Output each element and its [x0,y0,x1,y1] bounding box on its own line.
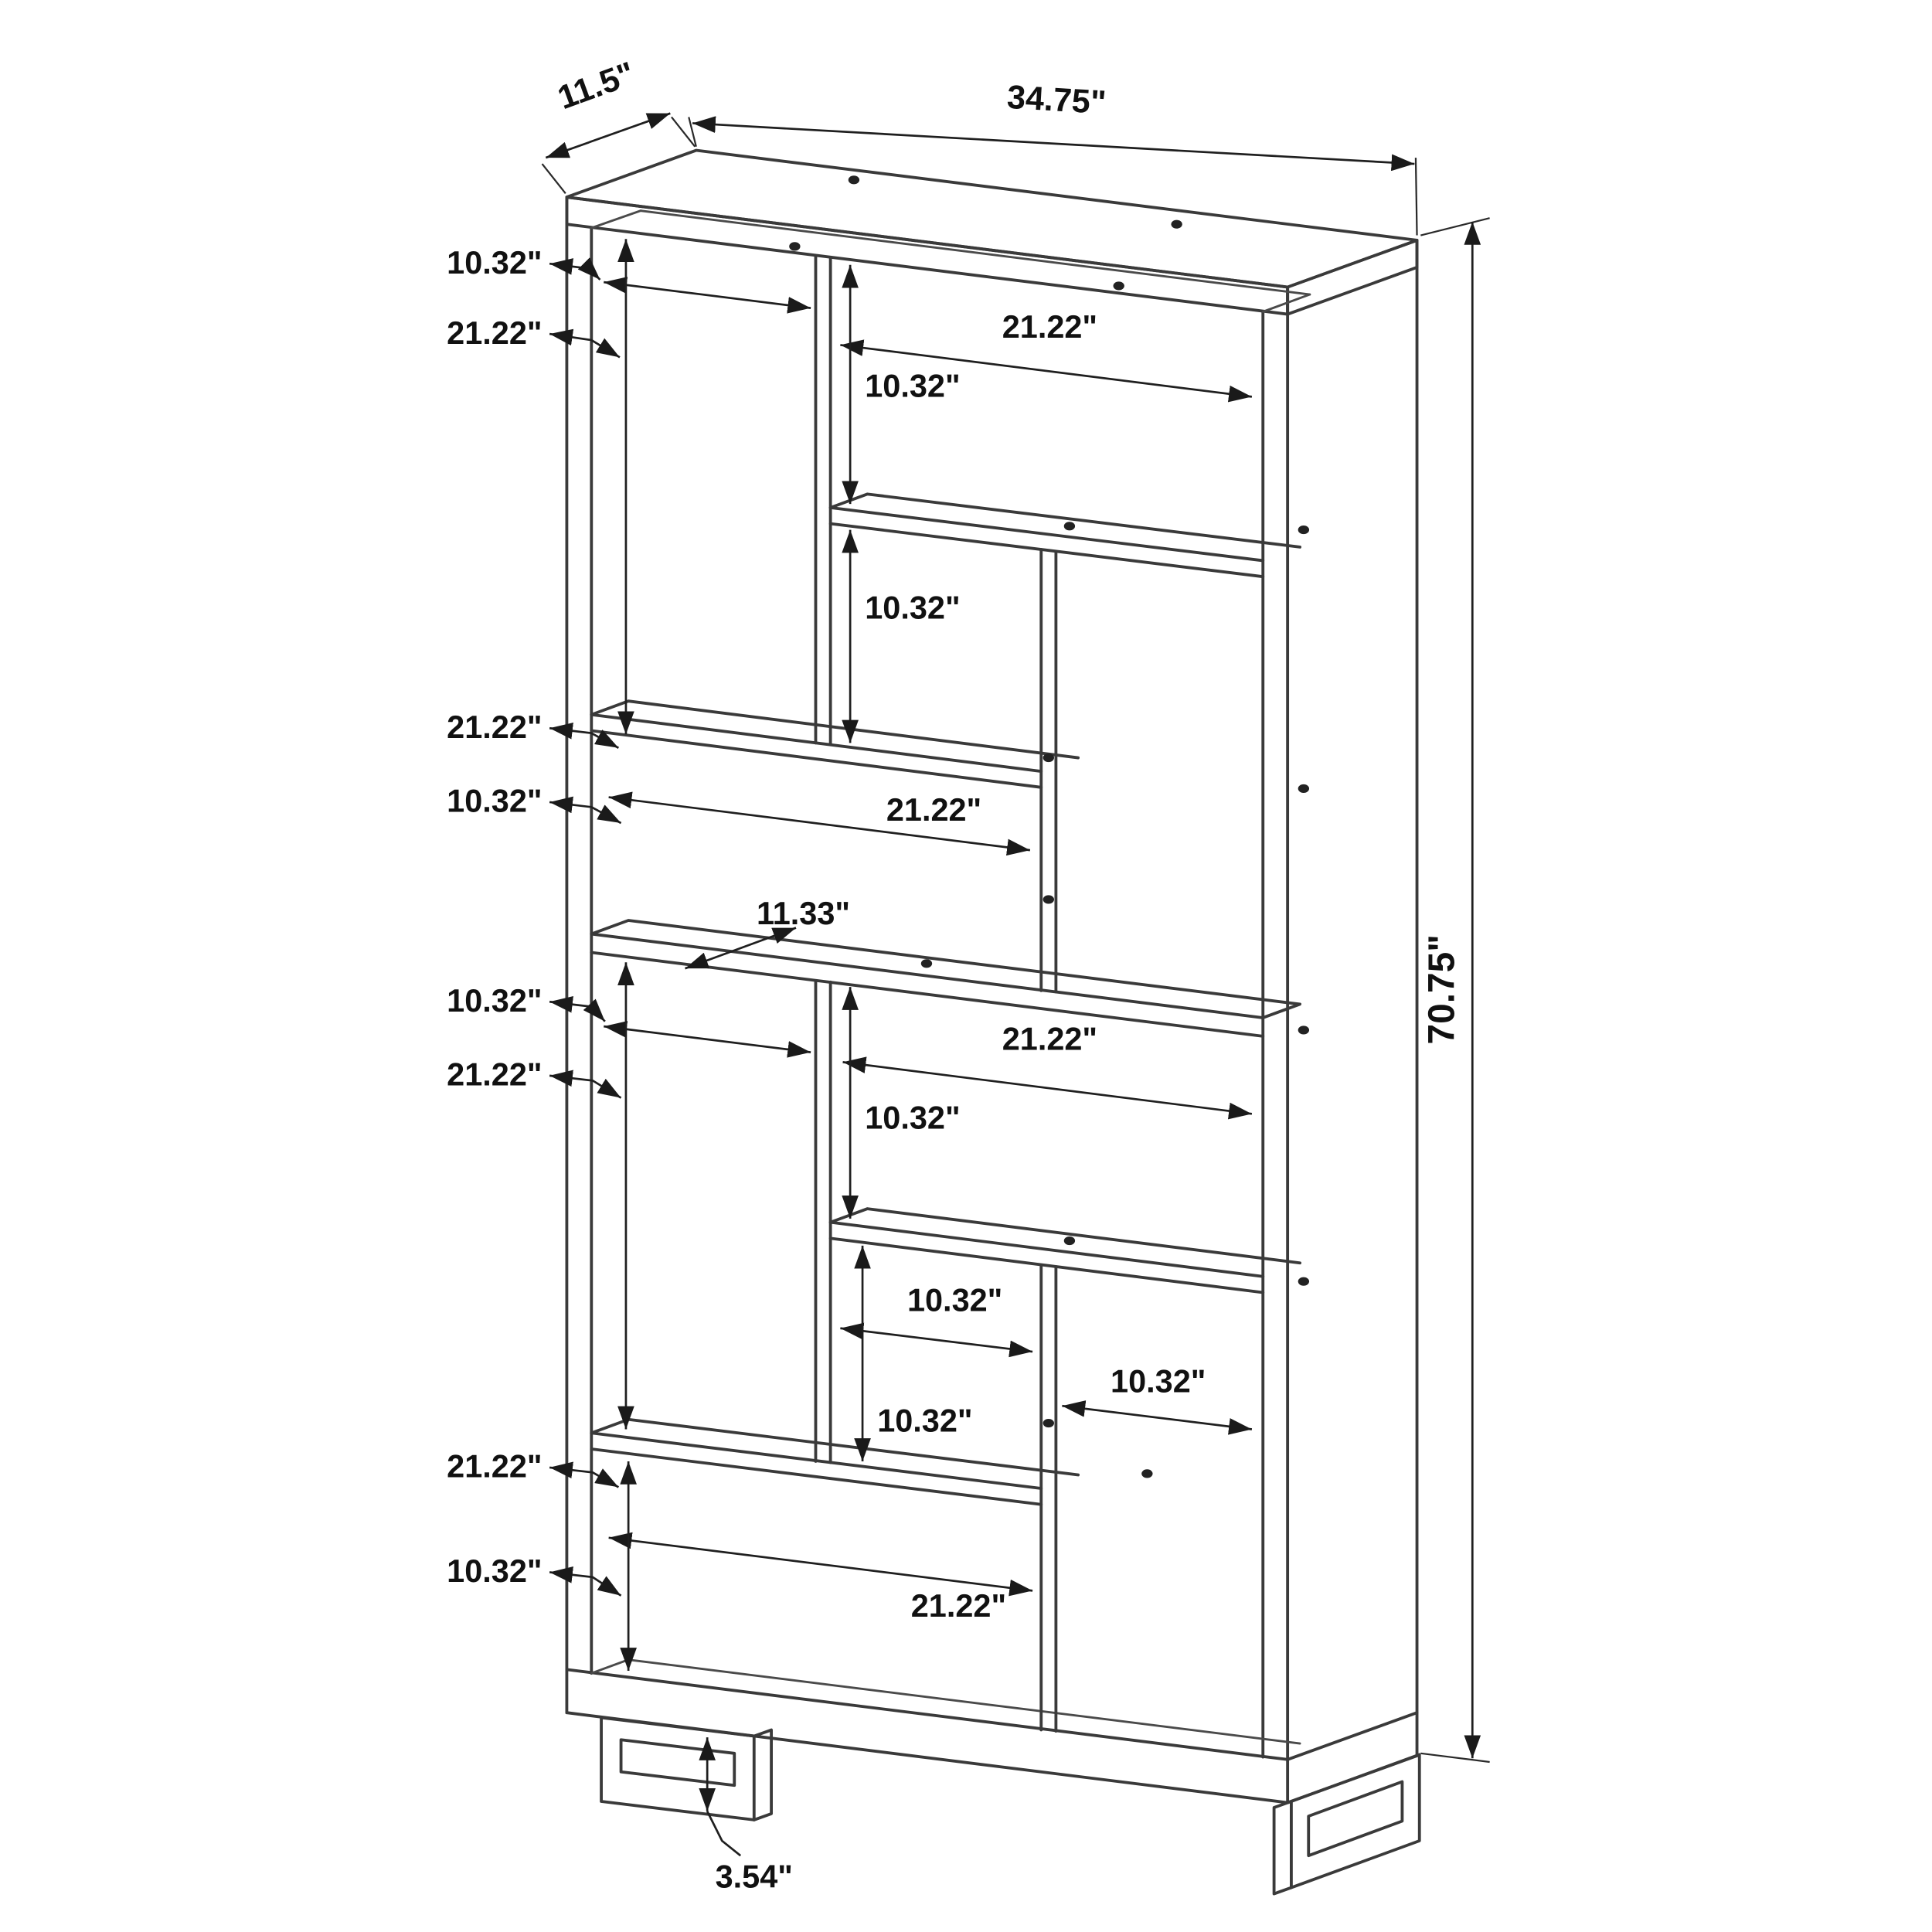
dim-label-topright-height: 10.32" [865,367,960,403]
extension-lines [541,116,1490,1764]
dimension-labels: 11.5" 34.75" 10.32" 21.22" 21.22" 10.32"… [447,55,1462,1894]
dim-label-topright-width: 21.22" [1002,308,1097,345]
dim-row4-left-width [604,1021,811,1058]
dim-label-shelf-e: 21.22" [447,1448,542,1485]
dim-label-shelf-b: 21.22" [447,709,542,745]
shelf-row2-left [590,699,1080,789]
dim-label-mid-width: 21.22" [886,791,981,828]
dim-bottom-width [608,1532,1033,1597]
dim-depth-top [545,112,671,159]
shelf-middle-full [590,919,1301,1038]
divider-upper-right [1039,548,1058,994]
dim-label-topleft-height: 21.22" [447,315,542,351]
dim-label-bottom-width: 21.22" [911,1587,1006,1624]
dim-label-lower-mid-height: 10.32" [877,1403,972,1439]
dim-mid-width [608,791,1031,856]
dim-label-topleft-width: 10.32" [447,244,542,281]
dim-topright-width [840,339,1253,403]
dim-row4-right-width [842,1056,1253,1120]
dim-lower-right-width [1062,1400,1253,1435]
dim-label-lower-left-height: 21.22" [447,1056,542,1093]
dim-lower-mid-width [840,1322,1033,1358]
shelf-row1-right [828,492,1301,579]
divider-lower-right [1039,1264,1058,1733]
dim-label-shelf-depth: 11.33" [757,895,850,931]
bookcase-structure [565,148,1421,1896]
shelf-row4-right [828,1207,1301,1294]
dim-label-second-right-height: 10.32" [865,589,960,625]
dim-label-mid-left-height: 10.32" [447,783,542,819]
base-panel [565,1668,1419,1804]
label-leaders [549,257,742,1857]
right-side-panel [1261,238,1419,1804]
right-sled-leg [1272,1753,1421,1896]
dim-width-top [692,116,1415,172]
panel-pin-dots [789,175,1310,1478]
dim-label-width-top: 34.75" [1006,79,1107,121]
left-side-panel [565,196,594,1715]
left-sled-leg [600,1716,774,1821]
dim-label-leg-height: 3.54" [716,1859,793,1895]
divider-upper-left [814,254,832,746]
dim-label-row4-left-width: 10.32" [447,982,542,1019]
interior-depth-lines [590,209,1311,1745]
dim-label-height-total: 70.75" [1421,934,1462,1044]
dim-shelf-depth [685,927,797,970]
dim-label-depth-top: 11.5" [553,55,640,117]
divider-lower-left [814,979,832,1464]
shelf-row5-left [590,1417,1080,1506]
top-panel [565,148,1419,316]
dim-label-lower-mid-width: 10.32" [907,1281,1002,1318]
dim-label-lower-right-width: 10.32" [1111,1363,1206,1400]
dim-label-bottom-height: 10.32" [447,1553,542,1589]
dimension-arrows [545,112,1481,1811]
dim-label-row4-right-width: 21.22" [1002,1020,1097,1056]
dim-label-row4-right-height: 10.32" [865,1099,960,1135]
dim-topleft-width [604,277,811,314]
